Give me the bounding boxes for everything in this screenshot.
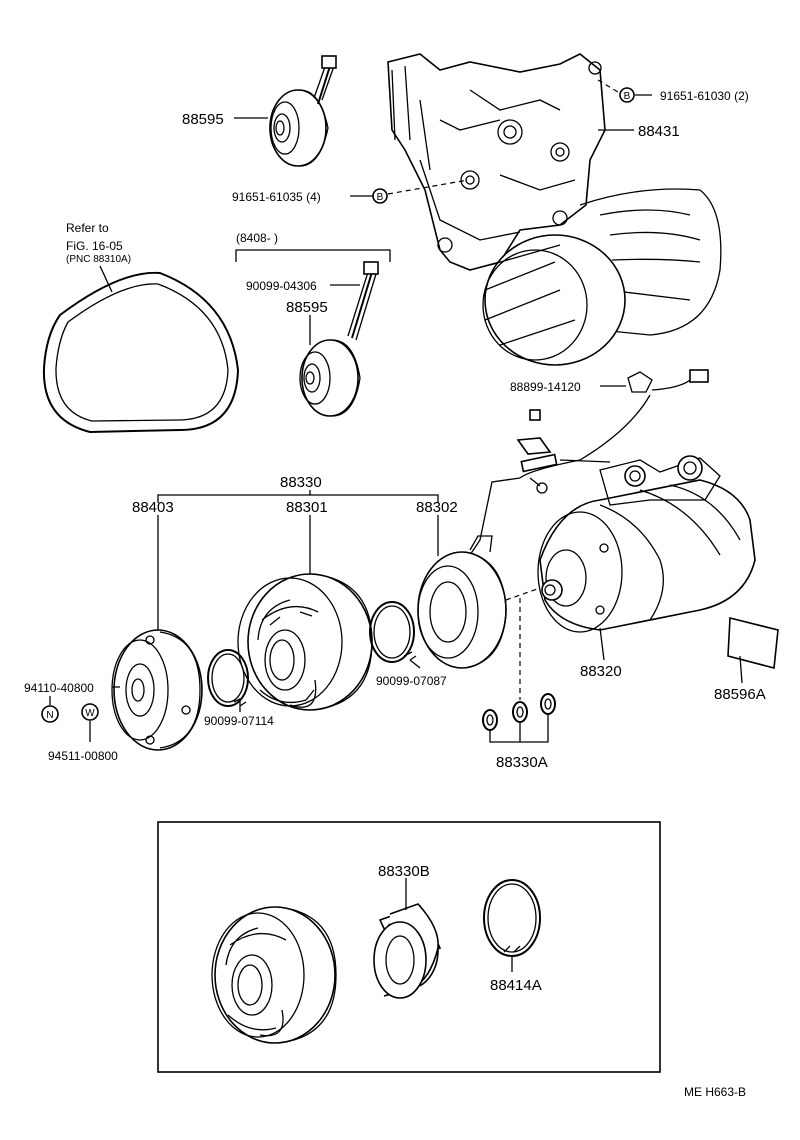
label-compressor: 88320: [580, 663, 622, 680]
label-date-range: (8408- ): [236, 231, 278, 245]
idler-pulley-top: [269, 55, 337, 167]
label-bearing: 88330B: [378, 863, 430, 880]
label-hub: 88403: [132, 499, 174, 516]
leader-caution-label: [739, 655, 743, 684]
label-refer-to: Refer to: [66, 221, 109, 235]
label-washer: 94511-00800: [48, 749, 118, 763]
label-pulley-top: 88595: [182, 111, 224, 128]
drive-belt: [42, 271, 240, 434]
shims-bracket: [489, 714, 549, 743]
label-wire-harness: 88899-14120: [510, 380, 581, 394]
leader-b2: [387, 179, 469, 195]
symbol-washer-text: W: [85, 708, 95, 719]
inset-bearing: [373, 903, 442, 999]
leader-compressor: [599, 627, 605, 661]
date-range-bracket: [235, 249, 391, 262]
compressor-body: [537, 455, 756, 633]
label-snap-ring-pulley: 90099-07087: [376, 674, 447, 688]
label-bracket: 88431: [638, 123, 680, 140]
label-pnc-ref: (PNC 88310A): [66, 254, 131, 265]
inset-pulley: [211, 906, 337, 1044]
label-nut: 94110-40800: [24, 681, 94, 695]
snap-ring-pulley: [369, 601, 417, 663]
label-bolt-b-2: 91651-61030 (2): [660, 89, 749, 103]
leader-snap-ring-pulley: [409, 659, 421, 669]
compressor-bracket: [387, 53, 722, 366]
clutch-stator: [417, 535, 507, 669]
clutch-assy-bracket: [157, 494, 439, 503]
symbol-washer: [81, 703, 99, 721]
wire-harness: [469, 369, 709, 556]
label-pulley-idler: 88595: [286, 299, 328, 316]
label-snap-ring-hub: 90099-07114: [204, 714, 274, 728]
leader-b1: [597, 79, 619, 93]
inset-snap-ring: [483, 879, 541, 957]
clutch-pulley: [237, 573, 373, 711]
label-shims: 88330A: [496, 754, 548, 771]
label-bolt-idler: 90099-04306: [246, 279, 317, 293]
snap-ring-hub: [207, 649, 249, 707]
label-caution-label: 88596A: [714, 686, 766, 703]
symbol-nut-text: N: [46, 710, 53, 721]
label-fig-ref: FiG. 16-05: [66, 239, 123, 253]
clutch-hub: [111, 629, 203, 751]
leader-compressor-dash: [505, 587, 541, 601]
symbol-b-top: [619, 87, 635, 103]
inset-box: [157, 821, 661, 1073]
label-stator: 88302: [416, 499, 458, 516]
label-pulley: 88301: [286, 499, 328, 516]
label-snap-ring-bearing: 88414A: [490, 977, 542, 994]
symbol-b-mid-text: B: [377, 192, 384, 203]
caution-label-plate: [727, 616, 779, 670]
symbol-b-top-text: B: [624, 91, 631, 102]
leader-belt: [99, 265, 113, 293]
label-footer: ME H663-B: [684, 1085, 746, 1099]
idler-pulley-bottom: [299, 261, 379, 417]
label-bolt-b-4: 91651-61035 (4): [232, 190, 321, 204]
shims: [482, 693, 556, 731]
label-clutch-assy: 88330: [280, 474, 322, 491]
symbol-nut: [41, 705, 59, 723]
